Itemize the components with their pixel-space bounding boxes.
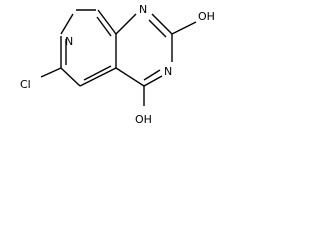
atom-label-n-pyrimidine-top: N	[139, 3, 147, 16]
bond-n7-c6-single	[60, 13, 74, 35]
bond-c6-cl	[40, 67, 62, 78]
bond-c8-c8a	[97, 9, 117, 35]
bond-c5-c4a	[60, 67, 81, 87]
bond-n1-c2-inner	[148, 19, 167, 38]
atom-label-hydroxyl-top: OH	[198, 10, 215, 23]
atom-label-hydroxyl-bottom: OH	[135, 113, 152, 126]
atom-label-chlorine: Cl	[20, 78, 31, 91]
bond-c2-oh	[171, 21, 197, 35]
bond-n3-c4	[143, 75, 163, 87]
bond-c8-c8a-inner	[96, 16, 112, 37]
chemical-structure-diagram: N N N Cl OH OH	[20, 3, 215, 126]
atom-label-n-pyrimidine-bottom: N	[164, 65, 172, 78]
bond-c8a-n1	[115, 13, 137, 35]
bond-n1-c2	[151, 13, 173, 35]
bond-c4a-c5	[79, 67, 117, 87]
bond-n3-c4-inner	[143, 69, 161, 81]
atom-label-n-pyridine: N	[65, 35, 73, 48]
bond-c4a-c5-inner	[83, 65, 112, 81]
bond-c4-c4a	[115, 67, 145, 87]
